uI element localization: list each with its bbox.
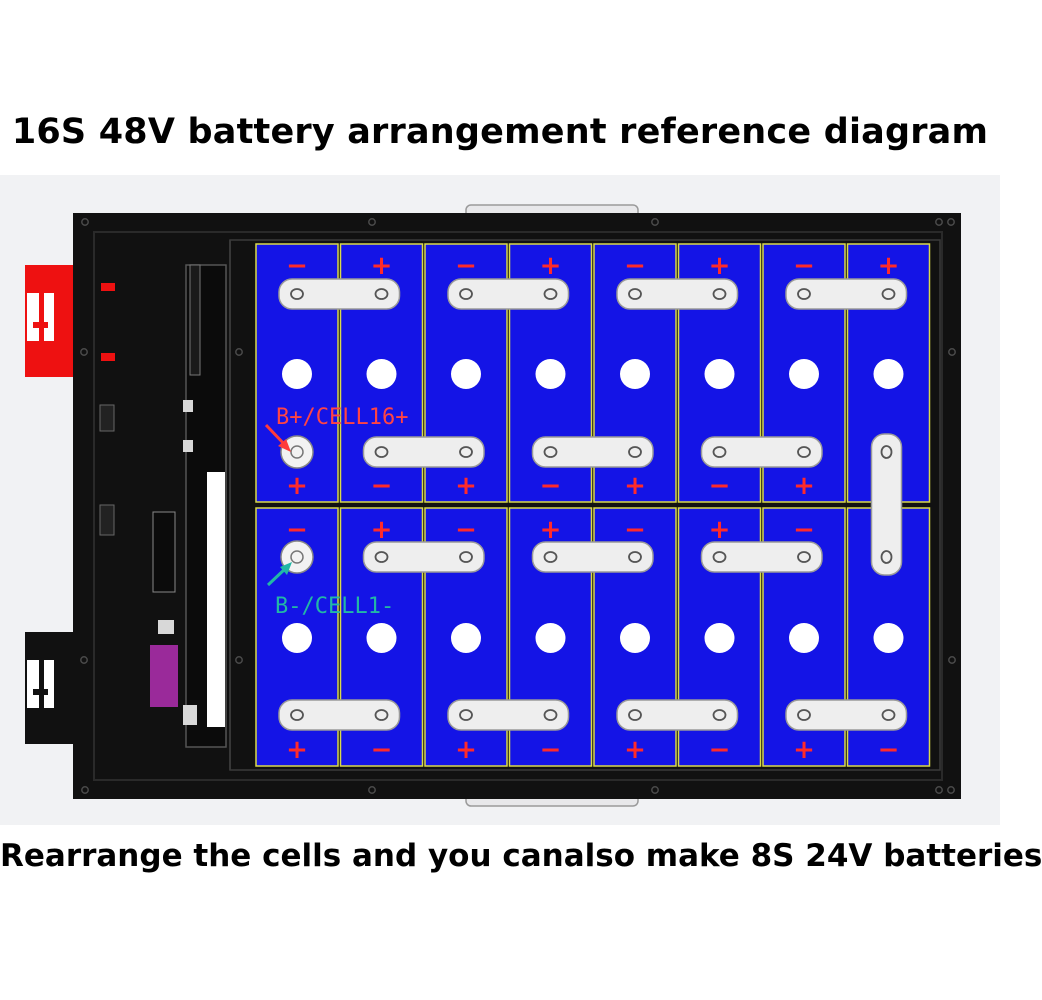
cell-polarity-bottom: − [878, 735, 900, 765]
busbar [785, 699, 908, 731]
battery-pack-svg: −++−−++−−++−−++−−++−−++−−++−−++− B+/CELL… [25, 204, 961, 807]
busbar [531, 436, 654, 468]
cell-vent [873, 359, 904, 389]
case-screws [80, 218, 956, 794]
cell-polarity-top: − [793, 251, 815, 281]
cell-polarity-top: − [793, 515, 815, 545]
busbar-vertical [870, 433, 903, 576]
cell-polarity-top: + [371, 251, 393, 281]
negative-terminal-label: B-/CELL1- [275, 594, 394, 619]
busbar [785, 278, 908, 310]
screw [80, 656, 88, 664]
bms-board [99, 264, 227, 748]
cell-polarity-bottom: + [455, 471, 477, 501]
busbar [616, 278, 739, 310]
screw [947, 786, 955, 794]
cell-polarity-top: + [540, 251, 562, 281]
busbar [616, 699, 739, 731]
screw [948, 656, 956, 664]
cell-vent [535, 359, 566, 389]
cell-vent [451, 623, 481, 653]
cell-polarity-top: − [624, 251, 646, 281]
cell-polarity-bottom: − [540, 735, 562, 765]
cell-polarity-bottom: − [540, 471, 562, 501]
screw [368, 218, 376, 226]
busbar [447, 278, 570, 310]
positive-terminal-label: B+/CELL16+ [276, 405, 408, 430]
cell-vent [704, 623, 735, 653]
positive-connector [25, 265, 73, 377]
cell-polarity-bottom: − [709, 735, 731, 765]
screw [235, 348, 243, 356]
busbar [362, 436, 485, 468]
screw [81, 218, 89, 226]
cell-polarity-top: + [540, 515, 562, 545]
cell-polarity-top: − [286, 515, 308, 545]
bolt-b-plus [280, 435, 314, 469]
busbar [362, 541, 485, 573]
cell-polarity-bottom: − [709, 471, 731, 501]
busbar [700, 436, 823, 468]
page-title: 16S 48V battery arrangement reference di… [11, 112, 989, 152]
cell-polarity-top: − [455, 515, 477, 545]
negative-terminal-marker: B-/CELL1- [266, 562, 394, 619]
cell-polarity-bottom: + [624, 735, 646, 765]
screw [947, 218, 955, 226]
busbar [700, 541, 823, 573]
cell-polarity-top: − [624, 515, 646, 545]
positive-terminal-marker: B+/CELL16+ [264, 405, 408, 452]
footer-caption: Rearrange the cells and you canalso make… [0, 838, 1042, 874]
cell-polarity-bottom: − [371, 735, 393, 765]
cell-polarity-bottom: + [455, 735, 477, 765]
screw [80, 348, 88, 356]
cell-polarity-bottom: + [793, 471, 815, 501]
screw [935, 218, 943, 226]
cell-polarity-top: + [709, 251, 731, 281]
cell-vent [366, 359, 397, 389]
busbars [278, 278, 908, 731]
screw [651, 786, 659, 794]
busbar [278, 278, 401, 310]
screw [651, 218, 659, 226]
cell-polarity-top: + [371, 515, 393, 545]
cell-polarity-top: + [878, 251, 900, 281]
screw [935, 786, 943, 794]
cell-vent [620, 359, 650, 389]
screw [368, 786, 376, 794]
cell-polarity-bottom: + [793, 735, 815, 765]
negative-connector [25, 632, 73, 744]
cell-vent [789, 623, 819, 653]
cell-polarity-bottom: + [624, 471, 646, 501]
cell-vent [620, 623, 650, 653]
cell-vent [366, 623, 397, 653]
screw [81, 786, 89, 794]
cell-polarity-bottom: + [286, 735, 308, 765]
cell-vent [282, 623, 312, 653]
screw [235, 656, 243, 664]
cell-polarity-top: − [286, 251, 308, 281]
busbar [531, 541, 654, 573]
cell-polarity-top: + [709, 515, 731, 545]
bms-chip [150, 645, 178, 707]
busbar [447, 699, 570, 731]
cell-vent [789, 359, 819, 389]
cell-vent [873, 623, 904, 653]
cell-vent [451, 359, 481, 389]
cell-vent [535, 623, 566, 653]
cell-vent [282, 359, 312, 389]
screw [948, 348, 956, 356]
cell-polarity-top: − [455, 251, 477, 281]
cell-vent [704, 359, 735, 389]
cell-polarity-bottom: + [286, 471, 308, 501]
inner-tray [93, 231, 943, 781]
busbar [278, 699, 401, 731]
cell-polarity-bottom: − [371, 471, 393, 501]
